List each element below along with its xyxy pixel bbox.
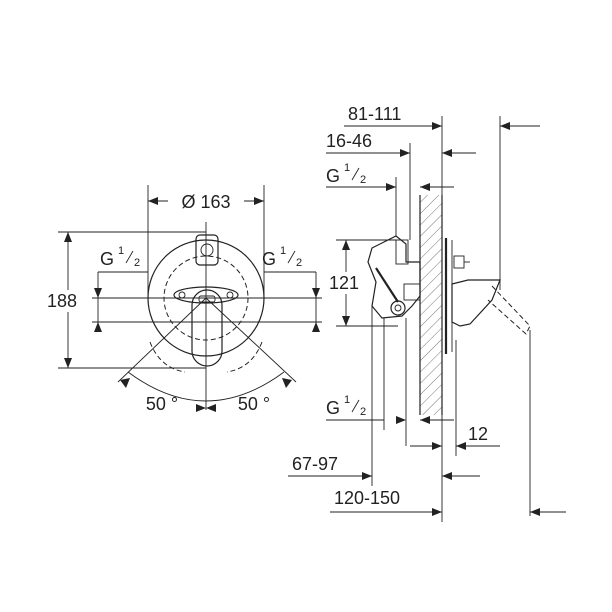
diameter-label: Ø 163 (181, 192, 230, 212)
thread-label-top: G 1 2 (326, 162, 366, 186)
svg-text:2: 2 (296, 257, 302, 269)
thread-bottom-right-arrow (420, 416, 430, 424)
thread-arrow-right-1 (312, 288, 320, 298)
diameter-arrow-right (254, 197, 264, 205)
lower-body-outline-right (226, 341, 263, 373)
dim-81-111-right-arrow (500, 122, 510, 130)
dim-16-46-arrow (400, 149, 410, 157)
svg-text:2: 2 (360, 174, 366, 186)
diverter-knob-side (453, 255, 465, 269)
outlet-port-inner (394, 304, 402, 312)
outlet-port (390, 300, 406, 316)
dim-121-arrow-bottom (342, 316, 350, 326)
dim-121-label: 121 (329, 273, 359, 293)
dim-12-arrow-left (432, 442, 442, 450)
svg-text:1: 1 (344, 394, 350, 406)
svg-text:1: 1 (344, 162, 350, 174)
diverter-knob-center (200, 243, 214, 257)
wall-hatching (420, 195, 442, 415)
lower-body-outline-left (149, 341, 186, 373)
angle-arrow-left (120, 378, 130, 388)
base-screw-right (226, 291, 234, 299)
lever-swing-outline (487, 285, 531, 335)
svg-text:1: 1 (280, 245, 286, 257)
height-label: 188 (47, 291, 77, 311)
thread-label-left: G 1 2 (100, 245, 140, 269)
angle-label-right: 50 ° (238, 394, 270, 414)
height-arrow-top (64, 232, 72, 242)
svg-text:G: G (100, 249, 114, 269)
thread-arrow-left-2 (94, 322, 102, 332)
diameter-arrow-left (148, 197, 158, 205)
angle-line-right (205, 297, 297, 383)
diverter-spindle (395, 239, 409, 265)
thread-arrow-left-1 (94, 288, 102, 298)
side-view: 81-111 16-46 G 1 2 121 G (288, 104, 566, 522)
dim-16-46-label: 16-46 (326, 131, 372, 151)
svg-text:2: 2 (134, 257, 140, 269)
diverter-knob (195, 234, 219, 266)
angle-arrow-mid-right (206, 404, 216, 412)
svg-text:G: G (262, 249, 276, 269)
angle-label-left: 50 ° (146, 394, 178, 414)
front-view: Ø 163 188 G 1 2 G 1 2 (44, 185, 322, 414)
angle-arrow-mid-left (196, 404, 206, 412)
thread-label-bottom: G 1 2 (326, 394, 366, 418)
dim-120-150-label: 120-150 (334, 488, 400, 508)
thread-top-arrow (386, 183, 396, 191)
lever-handle (191, 289, 223, 367)
dim-67-97-label: 67-97 (292, 454, 338, 474)
dim-12-arrow-right (456, 442, 466, 450)
dim-121-arrow-top (342, 240, 350, 250)
svg-text:2: 2 (360, 406, 366, 418)
base-screw-left (178, 291, 186, 299)
thread-top-right-arrow (420, 183, 430, 191)
angle-line-left (117, 297, 207, 383)
svg-text:1: 1 (118, 245, 124, 257)
height-arrow-bottom (64, 358, 72, 368)
svg-text:G: G (326, 398, 340, 418)
dim-67-97-right-arrow (442, 472, 452, 480)
valve-body (367, 235, 421, 319)
dim-120-150-right-arrow (530, 508, 540, 516)
valve-stem (375, 267, 399, 303)
angle-arc (127, 371, 285, 402)
dim-67-97-arrow (362, 472, 372, 480)
svg-text:G: G (326, 166, 340, 186)
angle-arrow-right (282, 378, 292, 388)
dim-81-111-label: 81-111 (348, 104, 401, 124)
lever-side (451, 279, 501, 327)
dim-12-label: 12 (468, 424, 488, 444)
valve-cartridge (403, 283, 421, 301)
thread-arrow-right-2 (312, 322, 320, 332)
dim-16-46-right-arrow (442, 149, 452, 157)
thread-bottom-arrow (396, 416, 406, 424)
dim-81-111-arrow (432, 122, 442, 130)
dim-120-150-arrow (432, 508, 442, 516)
thread-label-right: G 1 2 (262, 245, 302, 269)
lever-handle-badge (198, 295, 216, 303)
